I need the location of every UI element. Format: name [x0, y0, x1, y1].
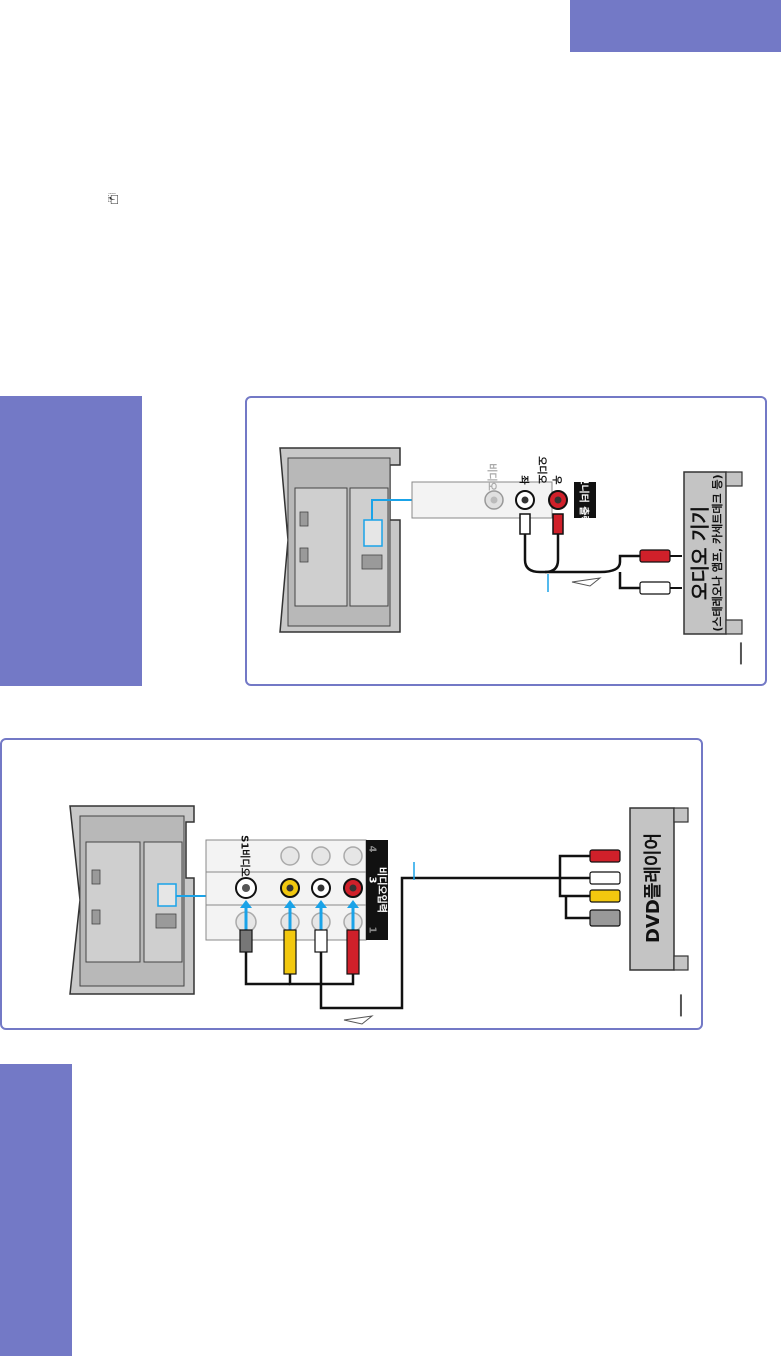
label-input-3: 3 [366, 876, 378, 884]
device-icon: ⎗ [108, 192, 119, 207]
tv-rear-illustration-2 [69, 805, 195, 995]
label-video-faded: 비디오 [485, 463, 497, 491]
dvd-device-title: DVD플레이어 [643, 832, 664, 944]
marker-1: ⎸ [739, 641, 762, 666]
audio-device-subtitle: (스테레오나 앰프, 카세트데크 등) [711, 474, 724, 632]
audio-cable [519, 513, 682, 595]
label-audio: 오디오 [535, 456, 547, 484]
side-tab-lower [0, 1064, 72, 1356]
side-tab-upper [0, 396, 142, 686]
diagram-panel-audio [245, 396, 767, 686]
label-input-4: 4 [366, 845, 378, 853]
header-tab [570, 0, 781, 52]
label-s-video: S1비디오 [238, 835, 250, 877]
audio-device-illustration [683, 471, 743, 635]
tv-rear-illustration-1 [279, 447, 401, 633]
label-left: 좌 [517, 475, 529, 485]
audio-output-panel [371, 481, 596, 520]
label-right: 우 [550, 475, 562, 485]
video-input-panel [176, 839, 388, 941]
label-video-input: 비디오입력 [375, 867, 387, 913]
label-monitor-out: 모니터 출력 [577, 475, 589, 525]
label-input-1: 1 [366, 926, 378, 934]
av-cable-bundle [239, 849, 621, 1025]
dvd-player-illustration [629, 807, 689, 971]
marker-2: ⎸ [679, 993, 702, 1018]
diagram-panel-dvd [0, 738, 703, 1030]
